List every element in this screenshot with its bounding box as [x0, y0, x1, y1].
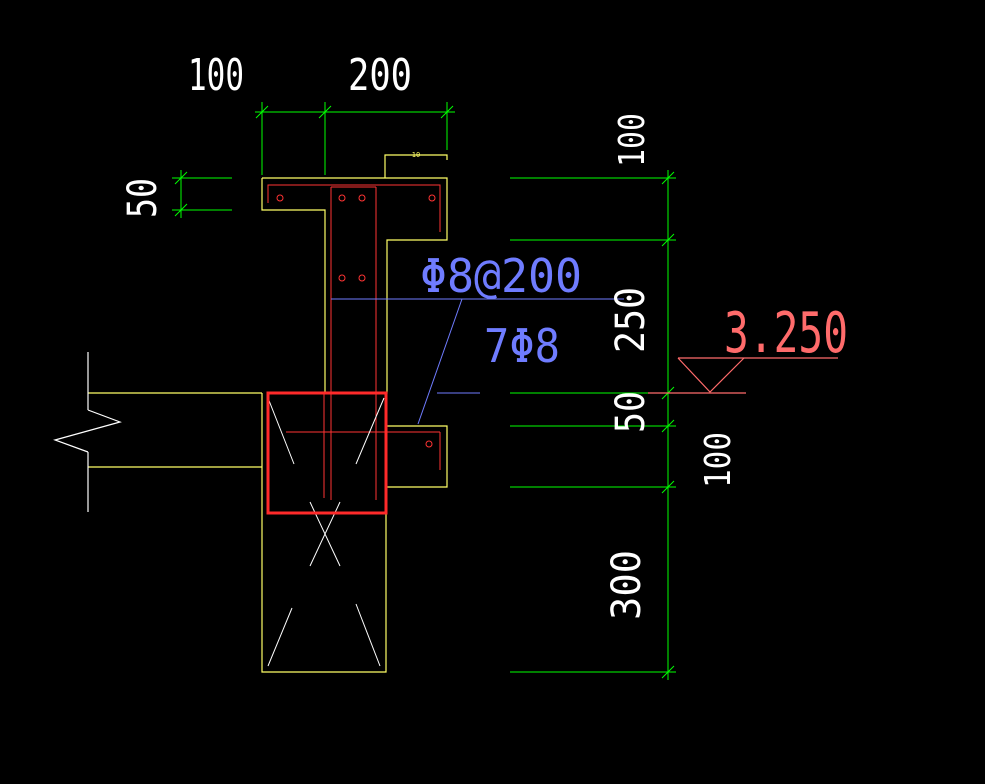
- elevation-symbol: [648, 357, 838, 394]
- dim-vert-300-text: 300: [604, 550, 650, 620]
- cross-marks: [267, 397, 385, 667]
- rebar-dot: [428, 194, 436, 202]
- dim-vert-100-top-text: 100: [612, 113, 653, 167]
- elevation-value: 3.250: [724, 301, 848, 366]
- dim-small-tag-text: 10: [412, 151, 420, 159]
- dimension-lines: [172, 102, 676, 680]
- rebar-dot: [338, 274, 346, 282]
- lower-beam-outline: [261, 393, 448, 673]
- top-tag-outline: [384, 154, 448, 178]
- rebar-dot: [358, 194, 366, 202]
- dim-vert-100-text: 100: [698, 432, 739, 488]
- rebar: [267, 184, 441, 500]
- dim-small-left-text: 50: [120, 178, 166, 218]
- break-line: [53, 352, 122, 512]
- dim-vert-50-text: 50: [608, 391, 654, 433]
- rebar-dot: [425, 440, 433, 448]
- stirrup-annotation: Φ8@200: [420, 249, 582, 303]
- highlight-box[interactable]: [266, 391, 388, 515]
- dim-top-left-text: 100: [188, 50, 244, 101]
- rebar-dot: [276, 194, 284, 202]
- leader-lines: [331, 298, 624, 425]
- rebar-dot: [358, 274, 366, 282]
- upper-stirrup: [267, 184, 441, 232]
- longitudinal-annotation: 7Φ8: [484, 319, 560, 373]
- rebar-dot: [338, 194, 346, 202]
- dim-vert-250-text: 250: [608, 287, 654, 353]
- dim-top-right-text: 200: [348, 50, 412, 101]
